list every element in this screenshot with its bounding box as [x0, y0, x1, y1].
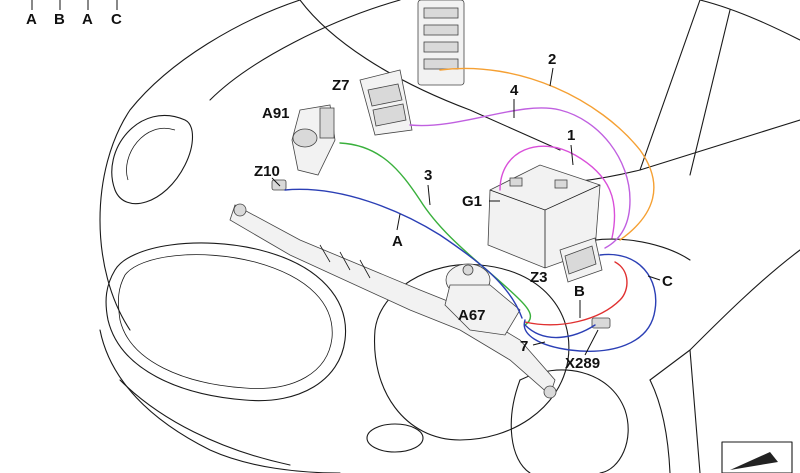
wire-b	[524, 261, 628, 326]
label-7: 7	[520, 338, 528, 355]
label-z3: Z3	[530, 269, 548, 286]
label-wire-1: 1	[567, 127, 575, 144]
label-wire-b: B	[574, 283, 585, 300]
g1-battery	[487, 164, 601, 269]
wire-c	[523, 253, 657, 352]
z3-component	[559, 237, 603, 283]
legend-item-a: A	[26, 11, 37, 28]
label-wire-a: A	[392, 233, 403, 250]
wire-4	[409, 107, 631, 249]
legend: A B A C	[26, 0, 122, 28]
z7-component	[359, 69, 413, 136]
car-outline	[99, 0, 800, 473]
fuse-box-top	[417, 0, 465, 86]
wires	[284, 67, 657, 352]
wire-2	[439, 67, 655, 241]
orientation-box	[721, 441, 793, 473]
wire-a	[284, 188, 523, 319]
x289-component	[591, 317, 611, 329]
label-z10: Z10	[254, 163, 280, 180]
label-wire-c: C	[662, 273, 673, 290]
label-wire-2: 2	[548, 51, 556, 68]
a67-component	[444, 263, 521, 336]
legend-item-a2: A	[82, 11, 93, 28]
a91-component	[291, 104, 336, 176]
label-wire-4: 4	[510, 82, 519, 99]
label-z7: Z7	[332, 77, 350, 94]
label-x289: X289	[565, 355, 600, 372]
steering-rack	[229, 203, 557, 399]
label-wire-3: 3	[424, 167, 432, 184]
legend-item-b: B	[54, 11, 65, 28]
wire-x289	[524, 324, 596, 339]
arrow-car-icon	[730, 452, 778, 470]
label-a91: A91	[262, 105, 290, 122]
legend-item-c: C	[111, 11, 122, 28]
label-g1: G1	[462, 193, 482, 210]
wire-1	[499, 145, 616, 239]
label-a67: A67	[458, 307, 486, 324]
labels: Z7 A91 Z10 G1 Z3 A67 X289 2 4 1 3 A B C …	[254, 51, 673, 372]
wire-3	[339, 142, 532, 326]
